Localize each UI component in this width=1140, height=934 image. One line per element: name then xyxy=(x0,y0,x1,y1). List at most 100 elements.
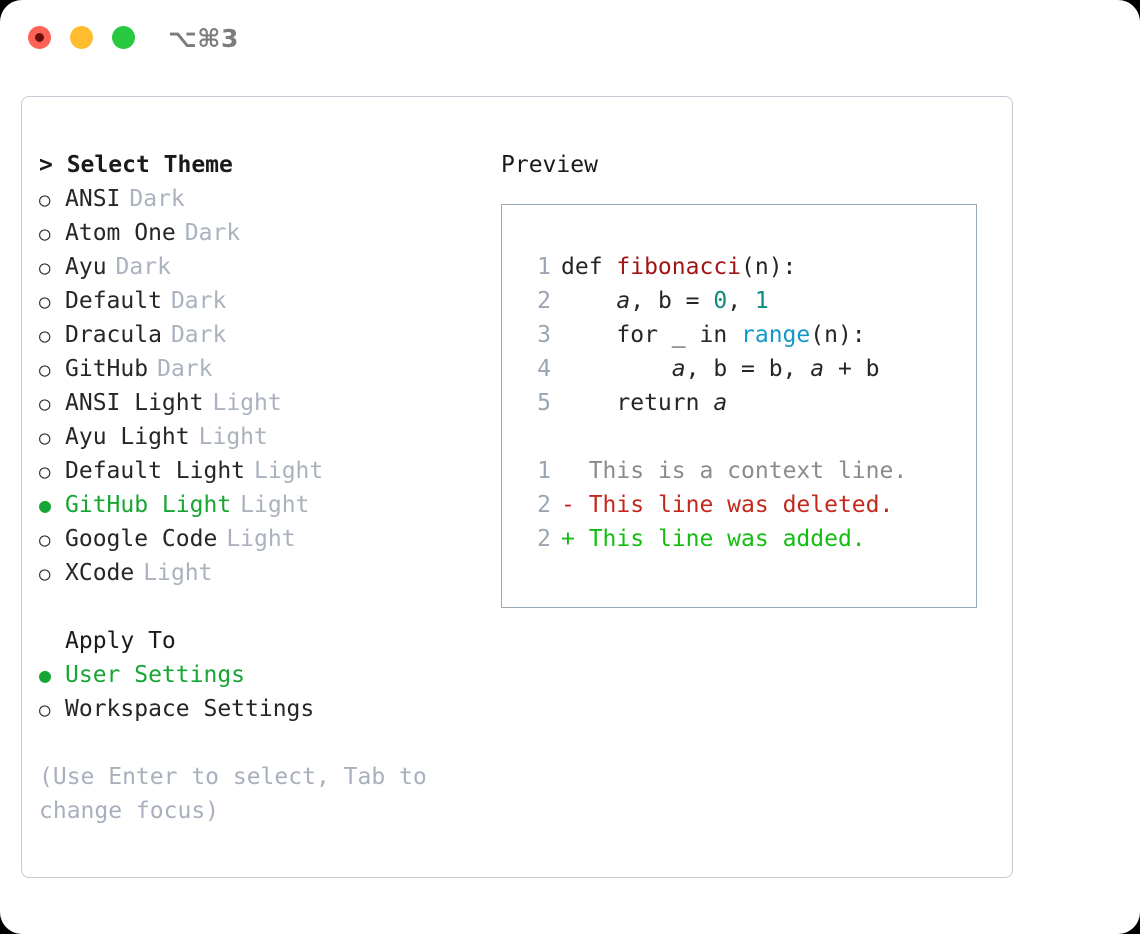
select-theme-title: Select Theme xyxy=(66,152,233,178)
code-token: a xyxy=(616,288,631,314)
title-bar: ⌥⌘3 xyxy=(0,0,1140,78)
code-line: 2 a, b = 0, 1 xyxy=(523,284,963,318)
keyboard-hint: (Use Enter to select, Tab to change focu… xyxy=(39,764,441,824)
code-token: (n): xyxy=(741,254,797,280)
code-token: a xyxy=(810,356,825,382)
code-line-text: a, b = 0, 1 xyxy=(561,284,769,318)
code-token: fibonacci xyxy=(616,254,742,280)
theme-option-tag: Light xyxy=(240,492,310,518)
code-line-text: return a xyxy=(561,386,727,420)
code-line-number: 2 xyxy=(537,288,551,314)
theme-option-name: ANSI Light xyxy=(65,390,204,416)
theme-option-name: GitHub xyxy=(65,356,149,382)
keyboard-shortcut-label: ⌥⌘3 xyxy=(168,24,239,53)
theme-option-tag: Dark xyxy=(157,356,213,382)
apply-to-option-user-settings[interactable]: ●User Settings xyxy=(39,658,479,692)
theme-option-name: ANSI xyxy=(65,186,121,212)
theme-option-name: XCode xyxy=(65,560,135,586)
theme-option-name: Dracula xyxy=(65,322,162,348)
radio-unselected-icon: ○ xyxy=(39,359,51,381)
theme-option-tag: Dark xyxy=(184,220,241,246)
theme-option-name: Google Code xyxy=(65,526,218,552)
code-token: 0 xyxy=(713,288,728,314)
theme-option-tag: Dark xyxy=(115,254,171,280)
theme-option-name: Ayu xyxy=(65,254,107,280)
theme-option-ansi[interactable]: ○ ANSI Dark xyxy=(39,182,479,216)
theme-option-tag: Light xyxy=(226,526,296,552)
theme-option-tag: Dark xyxy=(129,186,185,212)
theme-option-tag: Dark xyxy=(170,288,227,314)
close-button[interactable] xyxy=(28,26,51,49)
apply-to-option-workspace-settings[interactable]: ○Workspace Settings xyxy=(39,692,479,726)
diff-marker xyxy=(561,454,589,488)
theme-option-dracula[interactable]: ○ Dracula Dark xyxy=(39,318,479,352)
code-token: = xyxy=(671,288,714,314)
radio-selected-icon: ● xyxy=(39,493,52,517)
apply-to-option-name: Workspace Settings xyxy=(65,696,315,722)
code-line: 1 def fibonacci(n): xyxy=(523,250,963,284)
diff-sample: 1 This is a context line. 2- This line wa… xyxy=(523,454,963,556)
theme-option-tag: Light xyxy=(212,390,282,416)
theme-option-github-light[interactable]: ● GitHub Light Light xyxy=(39,488,479,522)
diff-line-number: 1 xyxy=(537,458,551,484)
diff-line-text: This is a context line. xyxy=(588,458,908,484)
code-token: , xyxy=(630,288,658,314)
apply-to-heading: Apply To xyxy=(65,628,176,654)
code-token xyxy=(561,356,672,382)
code-line-number: 5 xyxy=(537,390,551,416)
radio-unselected-icon: ○ xyxy=(39,189,51,211)
code-line-number: 3 xyxy=(537,322,551,348)
code-token: (n): xyxy=(810,322,866,348)
code-line-text: for _ in range(n): xyxy=(561,318,866,352)
diff-marker: + xyxy=(561,526,589,552)
code-token: , b = b, xyxy=(685,356,811,382)
code-line: 5 return a xyxy=(523,386,963,420)
theme-option-xcode[interactable]: ○ XCode Light xyxy=(39,556,479,590)
prompt-caret: > xyxy=(39,152,67,178)
radio-unselected-icon: ○ xyxy=(39,393,51,415)
code-line: 4 a, b = b, a + b xyxy=(523,352,963,386)
code-line-number: 1 xyxy=(537,254,551,280)
radio-selected-icon: ● xyxy=(39,663,52,687)
diff-line-number: 2 xyxy=(537,492,551,518)
theme-option-name: GitHub Light xyxy=(65,492,232,518)
diff-marker: - xyxy=(561,492,589,518)
theme-option-name: Ayu Light xyxy=(65,424,190,450)
code-token: b xyxy=(657,288,672,314)
code-token: for _ in xyxy=(561,322,742,348)
theme-option-tag: Light xyxy=(198,424,268,450)
theme-option-name: Atom One xyxy=(65,220,176,246)
maximize-button[interactable] xyxy=(112,26,135,49)
code-token: return xyxy=(561,390,714,416)
theme-option-tag: Dark xyxy=(170,322,227,348)
code-token: 1 xyxy=(754,288,769,314)
code-token: a xyxy=(713,390,728,416)
theme-option-tag: Light xyxy=(143,560,213,586)
theme-option-github[interactable]: ○ GitHub Dark xyxy=(39,352,479,386)
code-token: + b xyxy=(824,356,880,382)
preview-heading: Preview xyxy=(501,152,598,178)
theme-option-name: Default xyxy=(65,288,162,314)
code-line-number: 4 xyxy=(537,356,551,382)
diff-line-text: This line was deleted. xyxy=(588,492,894,518)
radio-unselected-icon: ○ xyxy=(39,563,51,585)
radio-unselected-icon: ○ xyxy=(39,325,51,347)
theme-option-ansi-light[interactable]: ○ ANSI Light Light xyxy=(39,386,479,420)
code-token xyxy=(561,288,616,314)
minimize-button[interactable] xyxy=(70,26,93,49)
section-spacer xyxy=(39,590,479,624)
code-line-text: def fibonacci(n): xyxy=(561,250,796,284)
